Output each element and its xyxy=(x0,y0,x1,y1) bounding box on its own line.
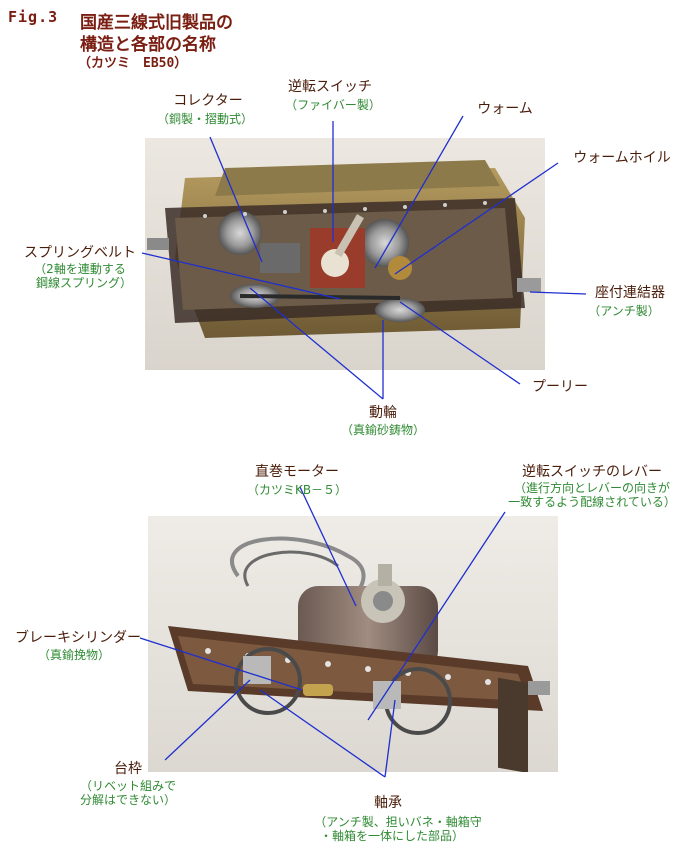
bottom-mechanism-photo xyxy=(148,516,558,772)
title-line-2: 構造と各部の名称 xyxy=(80,35,216,55)
figure-label: Fig.3 xyxy=(8,8,59,26)
reverse-switch-note: （ファイバー製） xyxy=(285,98,381,112)
spring-belt-note-2: 鋼線スプリング） xyxy=(35,276,133,290)
reverse-switch-label: 逆転スイッチ xyxy=(288,79,372,95)
reverse-lever-note-1: （進行方向とレバーの向きが xyxy=(513,481,671,495)
title-line-1: 国産三線式旧製品の xyxy=(80,13,233,33)
coupler-note: （アンチ製） xyxy=(588,304,660,318)
frame-label: 台枠 xyxy=(114,761,142,777)
motor-note: （カツミKB－５） xyxy=(246,483,348,497)
bearing-note-2: ・軸箱を一体にした部品） xyxy=(319,829,465,843)
reverse-lever-note-2: 一致するよう配線されている） xyxy=(508,495,676,509)
driving-wheel-label: 動輪 xyxy=(369,405,397,421)
brake-cylinder-note: （真鍮挽物） xyxy=(37,648,111,662)
top-chassis-illustration xyxy=(145,138,545,370)
frame-note-2: 分解はできない） xyxy=(79,793,177,807)
frame-note-1: （リベット組みで xyxy=(79,779,177,793)
top-chassis-photo xyxy=(145,138,545,370)
reverse-lever-label: 逆転スイッチのレバー xyxy=(522,464,662,480)
bottom-mechanism-illustration xyxy=(148,516,558,772)
subtitle: （カツミ EB50） xyxy=(78,56,188,71)
spring-belt-label: スプリングベルト xyxy=(24,245,136,261)
spring-belt-note-1: （2軸を連動する xyxy=(34,262,126,276)
coupler-label: 座付連結器 xyxy=(595,285,665,301)
worm-label: ウォーム xyxy=(477,101,533,117)
worm-wheel-label: ウォームホイル xyxy=(573,150,671,166)
driving-wheel-note: （真鍮砂鋳物） xyxy=(340,423,426,437)
brake-cylinder-label: ブレーキシリンダー xyxy=(15,630,141,646)
motor-label: 直巻モーター xyxy=(255,464,339,480)
collector-label: コレクター xyxy=(173,93,243,109)
bearing-label: 軸承 xyxy=(374,795,402,811)
pulley-label: プーリー xyxy=(532,379,588,395)
collector-note: （銅製・摺動式） xyxy=(156,112,254,126)
bearing-note-1: （アンチ製、担いバネ・軸箱守 xyxy=(314,815,482,829)
